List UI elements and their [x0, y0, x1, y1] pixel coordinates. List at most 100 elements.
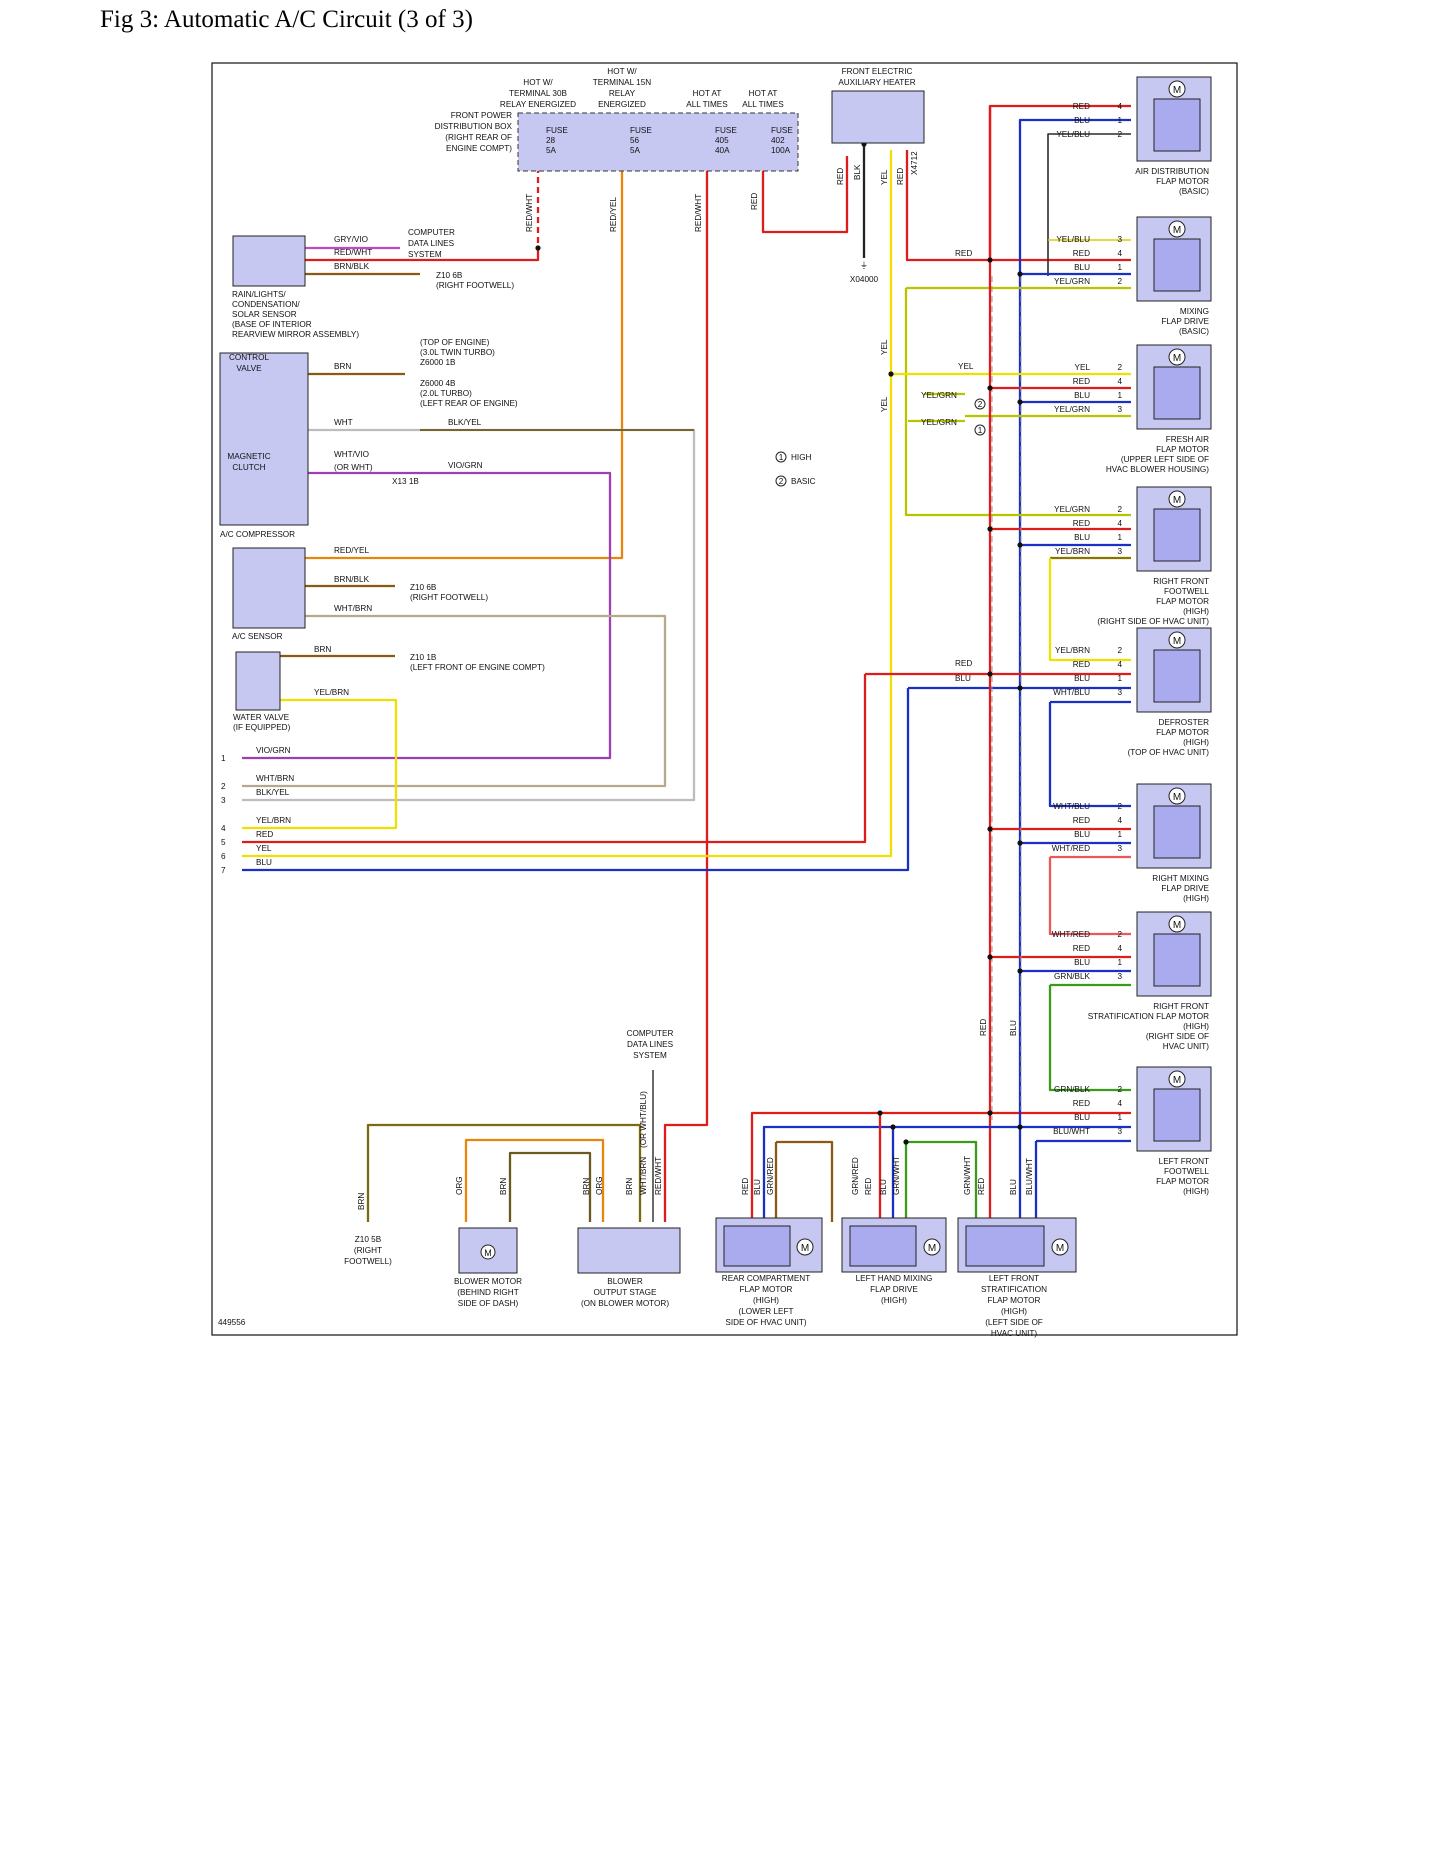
motor-icon-glyph: M	[1173, 920, 1181, 931]
z10-6b-top: Z10 6B(RIGHT FOOTWELL)	[436, 271, 514, 290]
fuse-box	[517, 112, 799, 172]
pin-color-label: RED	[1073, 944, 1090, 953]
left-wire-labels: GRY/VIO RED/WHT BRN/BLK BRN WHT BLK/YEL …	[314, 235, 483, 697]
legend-basic: BASIC	[791, 477, 816, 486]
pin-color-label: YEL/BLU	[1056, 235, 1090, 244]
water-valve	[235, 651, 281, 711]
pin-number: 3	[1117, 688, 1122, 697]
z6000-label: (TOP OF ENGINE)(3.0L TWIN TURBO)Z6000 1B…	[420, 338, 518, 408]
pin-number: 1	[1117, 116, 1122, 125]
legend-high: HIGH	[791, 453, 812, 462]
water-valve-label: WATER VALVE(IF EQUIPPED)	[233, 713, 291, 732]
svg-text:WHT: WHT	[334, 418, 353, 427]
motor-icon-glyph: M	[1173, 792, 1181, 803]
svg-text:M: M	[801, 1243, 809, 1254]
svg-text:YEL: YEL	[880, 169, 889, 185]
motor-icon	[1168, 915, 1186, 933]
pin-color-label: YEL/BLU	[1056, 130, 1090, 139]
svg-text:RED: RED	[741, 1178, 750, 1195]
pin-color-label: BLU	[1074, 1113, 1090, 1122]
pin-color-label: RED	[1073, 102, 1090, 111]
svg-text:GRN/WHT: GRN/WHT	[963, 1156, 972, 1195]
pin-number: 4	[1117, 377, 1122, 386]
pin-number: 2	[1117, 646, 1122, 655]
pin-color-label: GRN/BLK	[1054, 972, 1090, 981]
diagram-frame	[211, 62, 1238, 1336]
svg-text:WHT/BRN: WHT/BRN	[639, 1157, 648, 1195]
svg-text:1: 1	[978, 426, 983, 435]
pin-color-label: BLU	[1074, 116, 1090, 125]
motor-icon	[1168, 490, 1186, 508]
svg-text:BRN: BRN	[625, 1178, 634, 1195]
pin-number: 4	[1117, 102, 1122, 111]
motor-body	[1153, 366, 1201, 420]
svg-text:RED/WHT: RED/WHT	[525, 194, 534, 232]
motor-icon	[1168, 1070, 1186, 1088]
pin-number: 1	[1117, 391, 1122, 400]
pin-color-label: BLU	[1074, 263, 1090, 272]
svg-text:WHT/VIO: WHT/VIO	[334, 450, 369, 459]
svg-text:2: 2	[221, 782, 226, 791]
pin-number: 2	[1117, 130, 1122, 139]
svg-text:BLU: BLU	[1009, 1020, 1018, 1036]
svg-text:RED: RED	[864, 1178, 873, 1195]
svg-text:GRN/RED: GRN/RED	[851, 1157, 860, 1195]
ac-sensor	[232, 547, 306, 629]
svg-text:ORG: ORG	[595, 1176, 604, 1195]
svg-text:YEL/GRN: YEL/GRN	[921, 418, 957, 427]
motor-body	[1153, 98, 1201, 152]
pin-number: 1	[1117, 674, 1122, 683]
pin-color-label: RED	[1073, 1099, 1090, 1108]
svg-text:M: M	[1056, 1243, 1064, 1254]
pin-number: 2	[1117, 277, 1122, 286]
pin-color-label: WHT/RED	[1052, 930, 1090, 939]
motor-body	[1153, 649, 1201, 703]
svg-text:GRN/RED: GRN/RED	[766, 1157, 775, 1195]
pin-color-label: BLU/WHT	[1053, 1127, 1090, 1136]
svg-text:VIO/GRN: VIO/GRN	[256, 746, 291, 755]
pin-number: 4	[1117, 249, 1122, 258]
motor-icon	[1168, 220, 1186, 238]
legend: 1 HIGH 2 BASIC 2 1	[775, 398, 986, 487]
pin-number: 3	[1117, 972, 1122, 981]
svg-text:YEL/GRN: YEL/GRN	[921, 391, 957, 400]
pin-number: 1	[1117, 263, 1122, 272]
ac-sensor-label: A/C SENSOR	[232, 632, 283, 641]
motor-icon	[1168, 80, 1186, 98]
svg-text:BLU: BLU	[955, 674, 971, 683]
motor-body	[1153, 805, 1201, 859]
svg-text:3: 3	[221, 796, 226, 805]
ac-compressor	[219, 352, 309, 526]
svg-text:BLK/YEL: BLK/YEL	[448, 418, 482, 427]
rain-sensor-label: RAIN/LIGHTS/CONDENSATION/SOLAR SENSOR(BA…	[232, 290, 359, 339]
svg-text:BRN/BLK: BRN/BLK	[334, 262, 370, 271]
svg-text:WHT/BRN: WHT/BRN	[256, 774, 294, 783]
pin-number: 2	[1117, 363, 1122, 372]
pin-color-label: WHT/RED	[1052, 844, 1090, 853]
svg-text:BLU: BLU	[256, 858, 272, 867]
svg-text:GRN/WHT: GRN/WHT	[892, 1156, 901, 1195]
rain-sensor	[232, 235, 306, 287]
svg-text:BRN/BLK: BRN/BLK	[334, 575, 370, 584]
svg-text:RED: RED	[750, 193, 759, 210]
svg-text:BRN: BRN	[582, 1178, 591, 1195]
